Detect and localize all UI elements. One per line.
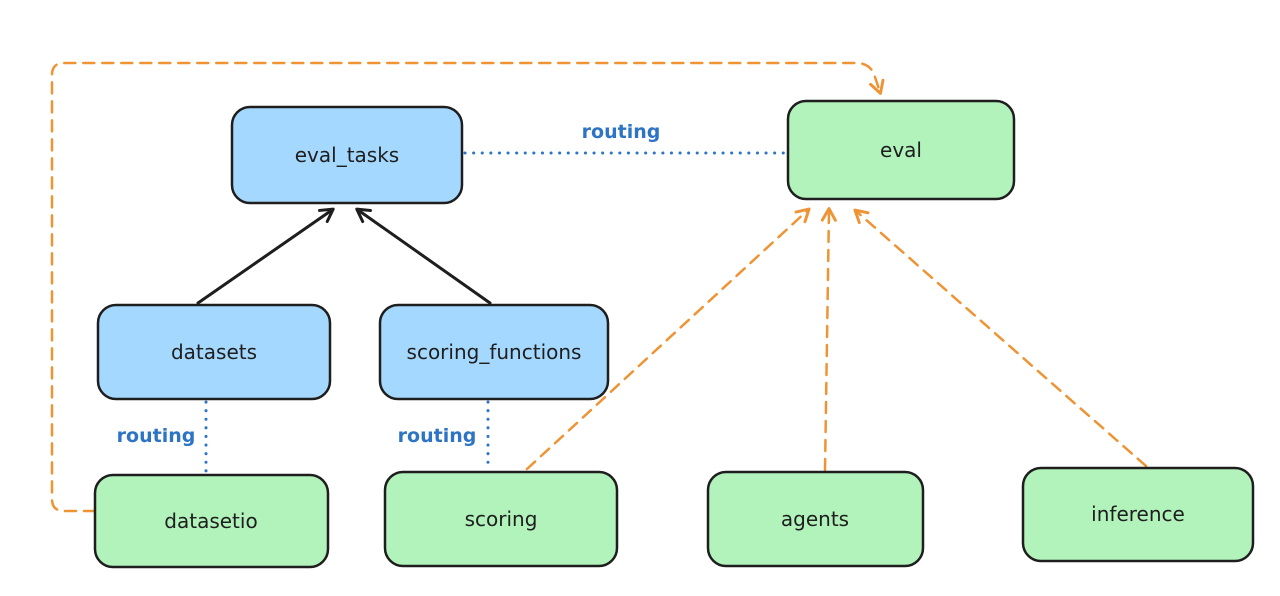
node-eval: eval [786,99,1016,201]
node-datasetio: datasetio [93,473,330,569]
node-inference-label: inference [1091,502,1185,526]
node-agents-box [706,470,925,568]
node-inference: inference [1021,466,1255,563]
node-datasetio-box [93,473,330,569]
edge-scoring-to-eval [525,207,811,471]
node-scoring: scoring [383,470,619,568]
edge-datasetio-to-eval [50,61,885,513]
routing-label-left: routing [117,425,196,447]
node-eval-box [786,99,1016,201]
node-eval-tasks: eval_tasks [230,105,464,205]
node-datasets-box [96,303,332,401]
routing-label-top: routing [582,121,661,143]
edge-agents-to-eval [820,207,837,472]
node-scoring-functions-label: scoring_functions [407,340,582,364]
edge-scoring-functions-to-eval-tasks [355,207,492,305]
node-scoring-functions: scoring_functions [378,303,610,401]
node-datasetio-label: datasetio [164,509,257,533]
node-eval-label: eval [880,138,922,162]
routing-label-middle: routing [398,425,477,447]
node-inference-box [1021,466,1255,563]
node-scoring-functions-box [378,303,610,401]
node-datasets: datasets [96,303,332,401]
node-eval-tasks-label: eval_tasks [295,143,399,167]
node-datasets-label: datasets [171,340,257,364]
node-agents: agents [706,470,925,568]
node-agents-label: agents [781,507,849,531]
node-scoring-box [383,470,619,568]
edge-datasets-to-eval-tasks [196,207,335,305]
node-eval-tasks-box [230,105,464,205]
node-scoring-label: scoring [465,507,538,531]
edge-inference-to-eval [853,208,1148,468]
